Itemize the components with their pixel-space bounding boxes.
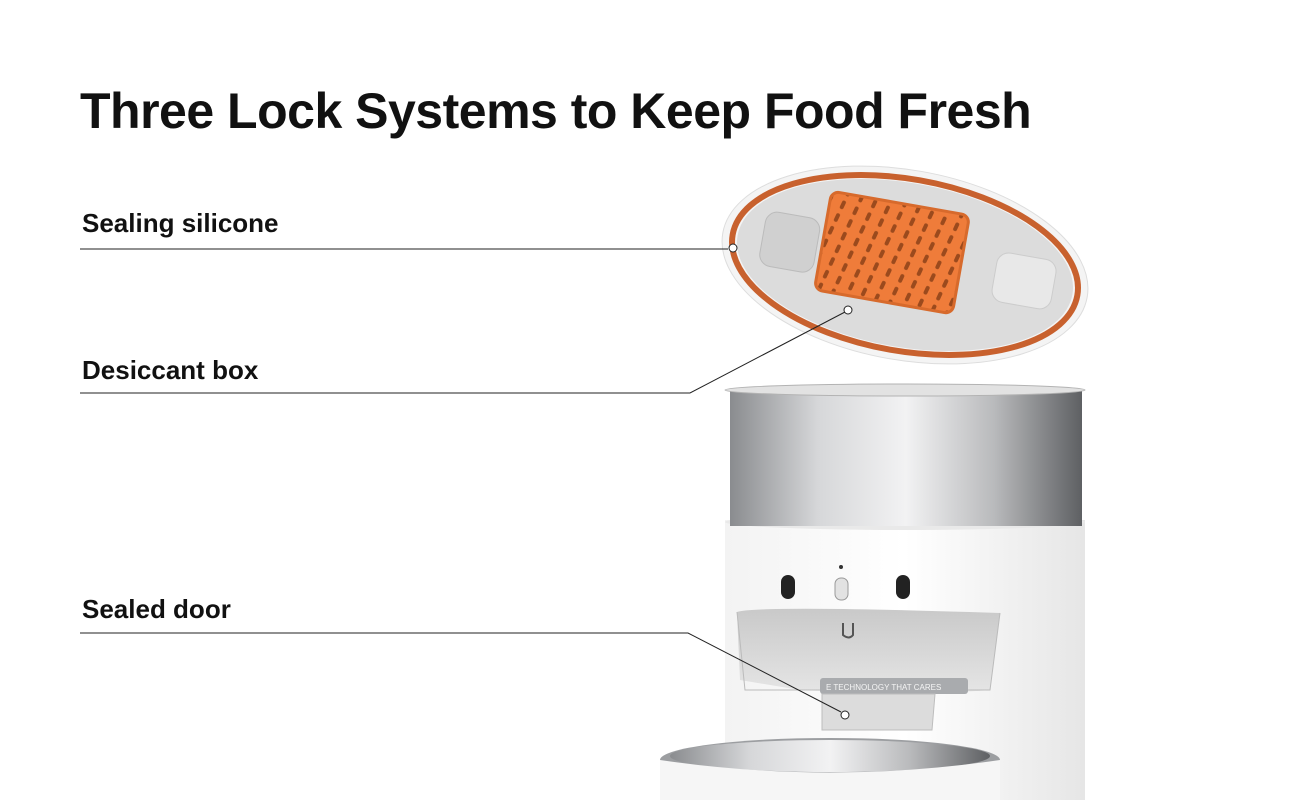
feeder-base: E TECHNOLOGY THAT CARES [660, 514, 1085, 800]
wifi-led-icon [839, 565, 843, 569]
sealed-door [821, 693, 936, 731]
indicator-left [781, 575, 795, 599]
desiccant-box [814, 190, 970, 315]
engraved-band [820, 678, 968, 694]
sealing-silicone [729, 172, 1081, 358]
callout-label-sealed-door: Sealed door [82, 594, 231, 624]
steel-food-container [724, 383, 1086, 526]
indicator-right [896, 575, 910, 599]
page-title: Three Lock Systems to Keep Food Fresh [80, 83, 1032, 139]
feed-button[interactable] [834, 577, 849, 601]
callout-line-desiccant [80, 311, 846, 394]
callout-label-desiccant-box: Desiccant box [82, 355, 259, 385]
callout-label-sealing-silicone: Sealing silicone [82, 208, 279, 238]
brand-logo-icon [842, 623, 854, 639]
engraving-text: E TECHNOLOGY THAT CARES [826, 683, 941, 692]
feeder-lid [721, 165, 1089, 365]
callout-line-door [80, 632, 842, 713]
